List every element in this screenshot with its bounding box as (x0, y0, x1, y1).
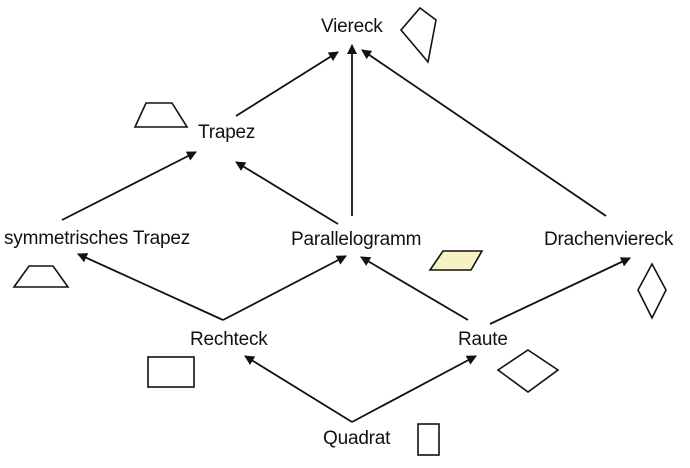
isosceles-trapezoid-icon (12, 265, 70, 288)
edge-quadrat-rechteck (244, 355, 353, 423)
node-viereck: Viereck (321, 16, 383, 37)
node-rechteck: Rechteck (190, 329, 268, 350)
node-parallelogramm: Parallelogramm (291, 229, 422, 250)
parallelogram-icon (428, 250, 484, 271)
node-raute: Raute (458, 329, 508, 350)
edge-rechteck-symtrapez (77, 253, 224, 321)
node-quadrat: Quadrat (323, 428, 391, 449)
edge-drachenviereck-viereck (361, 49, 607, 217)
trapezoid-icon (133, 102, 189, 128)
rhombus-icon (496, 349, 560, 393)
edge-trapez-viereck (235, 51, 339, 117)
node-trapez: Trapez (198, 122, 256, 143)
node-drachenviereck: Drachenviereck (544, 229, 674, 250)
edge-rechteck-parallelogramm (222, 255, 347, 321)
square-icon (417, 423, 440, 456)
rectangle-icon (147, 356, 195, 388)
edge-parallelogramm-trapez (235, 161, 339, 225)
edge-quadrat-raute (351, 355, 477, 423)
edge-symtrapez-trapez (61, 151, 197, 221)
node-symmetrisches-trapez: symmetrisches Trapez (4, 228, 191, 249)
rhombus-vertical-icon (637, 262, 667, 320)
kite-icon (399, 6, 437, 64)
edge-raute-drachenviereck (489, 257, 631, 325)
edge-raute-parallelogramm (360, 256, 469, 321)
